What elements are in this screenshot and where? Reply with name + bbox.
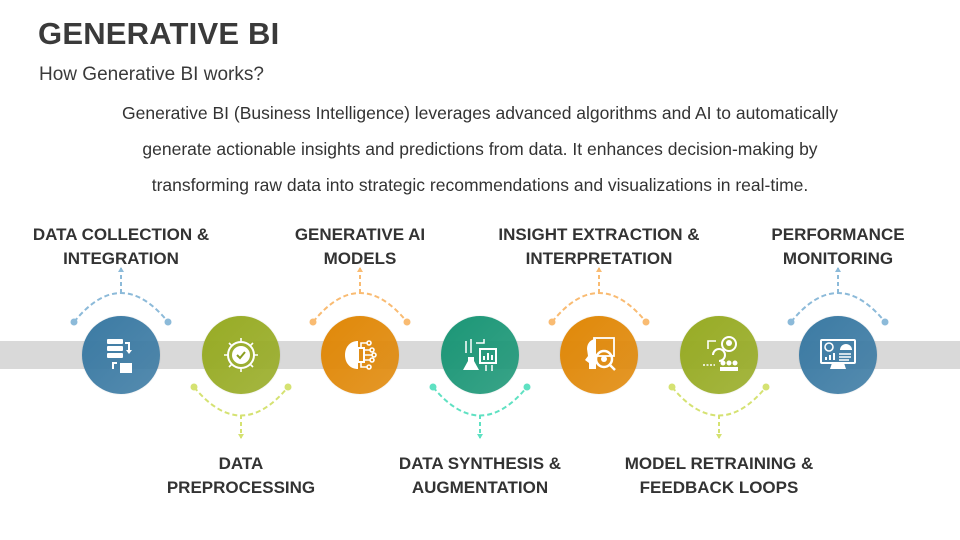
step-label-line: PERFORMANCE [771, 225, 905, 244]
connector-3 [309, 267, 411, 326]
step-label-line: DATA [218, 454, 264, 473]
description-line-1: Generative BI (Business Intelligence) le… [122, 103, 838, 123]
step-circle-3 [321, 316, 399, 394]
feedback-loop-team-icon [703, 336, 738, 371]
connector-7 [787, 267, 889, 326]
head-magnifier-icon [585, 337, 616, 371]
step-circle-1 [82, 316, 160, 394]
step-circle-5 [560, 316, 638, 394]
flask-chart-icon [463, 339, 497, 371]
step-label-line: MODELS [323, 248, 397, 268]
step-label-3: GENERATIVE AI MODELS [240, 223, 480, 270]
connector-6 [668, 383, 770, 439]
step-label-2: DATA PREPROCESSING [121, 452, 361, 499]
step-label-line: DATA COLLECTION & [32, 225, 210, 244]
connector-4 [429, 383, 531, 439]
step-circle-2 [202, 316, 280, 394]
step-label-line: AUGMENTATION [411, 477, 549, 497]
page-subtitle: How Generative BI works? [39, 64, 264, 85]
step-label-line: PREPROCESSING [166, 477, 316, 497]
connector-5 [548, 267, 650, 326]
step-label-line: MONITORING [782, 248, 894, 268]
step-label-1: DATA COLLECTION & INTEGRATION [1, 223, 241, 270]
step-label-5: INSIGHT EXTRACTION & INTERPRETATION [479, 223, 719, 270]
step-label-line: GENERATIVE AI [294, 225, 426, 244]
description-line-2: generate actionable insights and predict… [142, 139, 818, 159]
step-label-line: INSIGHT EXTRACTION & [498, 225, 700, 244]
step-label-line: INTEGRATION [63, 248, 179, 268]
connector-1 [70, 267, 172, 326]
database-transfer-icon [107, 339, 132, 373]
step-circle-4 [441, 316, 519, 394]
step-label-7: PERFORMANCE MONITORING [718, 223, 958, 270]
step-label-line: MODEL RETRAINING & [624, 454, 814, 473]
step-circle-7 [799, 316, 877, 394]
step-label-line: DATA SYNTHESIS & [398, 454, 562, 473]
step-label-6: MODEL RETRAINING & FEEDBACK LOOPS [599, 452, 839, 499]
description-line-3: transforming raw data into strategic rec… [151, 175, 809, 195]
step-circle-6 [680, 316, 758, 394]
gear-check-network-icon [224, 338, 258, 372]
connector-2 [190, 383, 292, 439]
step-label-line: INTERPRETATION [525, 248, 673, 268]
page-title: GENERATIVE BI [38, 16, 280, 51]
step-label-line: FEEDBACK LOOPS [639, 477, 799, 497]
step-label-4: DATA SYNTHESIS & AUGMENTATION [360, 452, 600, 499]
brain-circuit-icon [345, 340, 377, 370]
monitor-dashboard-icon [820, 339, 856, 369]
